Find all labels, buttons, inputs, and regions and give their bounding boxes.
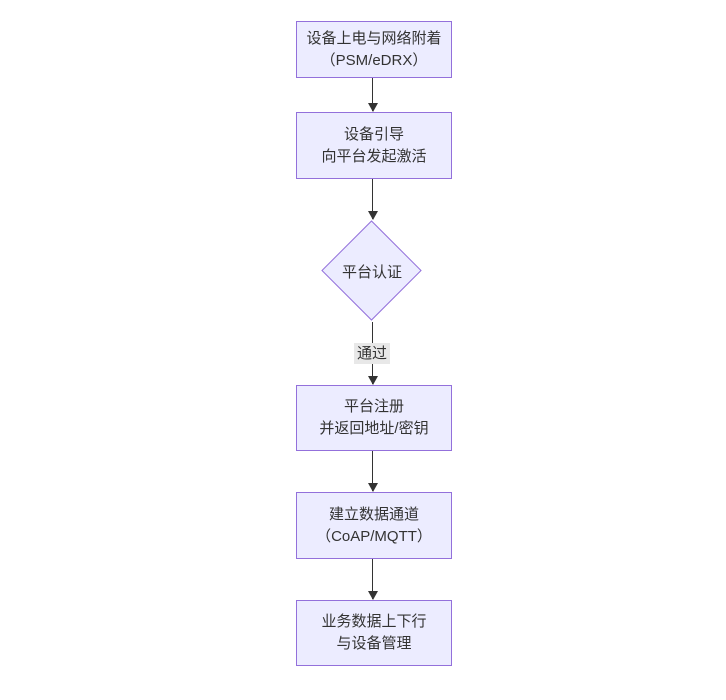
node-bootstrap: 设备引导 向平台发起激活 bbox=[296, 112, 452, 179]
node-label-line: （CoAP/MQTT） bbox=[316, 527, 432, 545]
node-label-line: 并返回地址/密钥 bbox=[319, 420, 429, 437]
node-platform-auth: 平台认证 bbox=[321, 220, 423, 322]
node-label-line: 平台认证 bbox=[341, 263, 402, 281]
node-business: 业务数据上下行 与设备管理 bbox=[296, 600, 452, 666]
node-label-line: 向平台发起激活 bbox=[321, 147, 427, 165]
node-register: 平台注册 并返回地址/密钥 bbox=[296, 385, 452, 451]
node-label-line: 建立数据通道 bbox=[328, 505, 419, 523]
node-label-line: 与设备管理 bbox=[336, 635, 412, 652]
arrowhead-icon bbox=[368, 376, 378, 385]
node-label-line: （PSM/eDRX） bbox=[320, 51, 428, 69]
arrowhead-icon bbox=[368, 211, 378, 220]
arrowhead-icon bbox=[368, 591, 378, 600]
arrow-line bbox=[372, 451, 373, 491]
arrow-line bbox=[372, 559, 373, 599]
node-data-channel: 建立数据通道 （CoAP/MQTT） bbox=[296, 492, 452, 559]
arrowhead-icon bbox=[368, 483, 378, 492]
node-label-line: 业务数据上下行 bbox=[321, 613, 427, 630]
node-power-attach: 设备上电与网络附着 （PSM/eDRX） bbox=[296, 21, 452, 78]
node-label-line: 平台注册 bbox=[343, 398, 404, 415]
arrow-line bbox=[372, 179, 373, 219]
node-label-line: 设备上电与网络附着 bbox=[306, 29, 442, 47]
arrow-line bbox=[372, 78, 373, 111]
arrowhead-icon bbox=[368, 103, 378, 112]
edge-label-pass: 通过 bbox=[353, 343, 391, 364]
node-label-line: 设备引导 bbox=[343, 125, 404, 143]
